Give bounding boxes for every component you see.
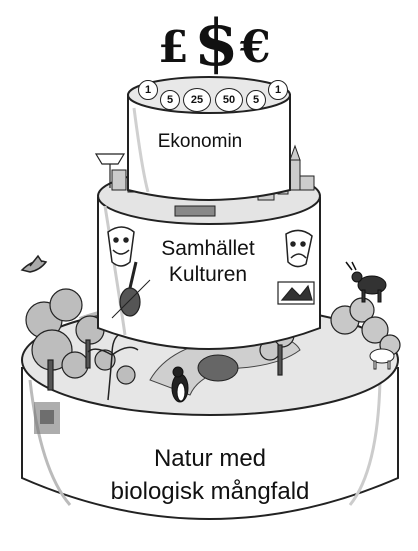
happy-mask-icon bbox=[108, 227, 134, 266]
coin: 5 bbox=[160, 90, 180, 110]
pound-symbol: £ bbox=[158, 22, 189, 73]
coin: 1 bbox=[268, 80, 288, 100]
boulder bbox=[198, 355, 238, 381]
dollar-symbol: $ bbox=[194, 6, 239, 81]
economy-label: Ekonomin bbox=[140, 131, 260, 153]
coin: 5 bbox=[246, 90, 266, 110]
society-label: Samhället Kulturen bbox=[133, 236, 283, 288]
nature-label: Natur med biologisk mångfald bbox=[70, 442, 350, 508]
coin: 1 bbox=[138, 80, 158, 100]
dark-patch bbox=[34, 402, 60, 434]
painting-icon bbox=[278, 282, 314, 304]
nature-label-line2: biologisk mångfald bbox=[70, 475, 350, 508]
society-label-line2: Kulturen bbox=[133, 262, 283, 288]
society-label-line1: Samhället bbox=[133, 236, 283, 262]
coin: 50 bbox=[215, 88, 243, 112]
euro-symbol: € bbox=[240, 22, 271, 73]
elk bbox=[346, 262, 386, 302]
nature-label-line1: Natur med bbox=[70, 442, 350, 475]
coin: 25 bbox=[183, 88, 211, 112]
bird-flying bbox=[22, 256, 46, 272]
